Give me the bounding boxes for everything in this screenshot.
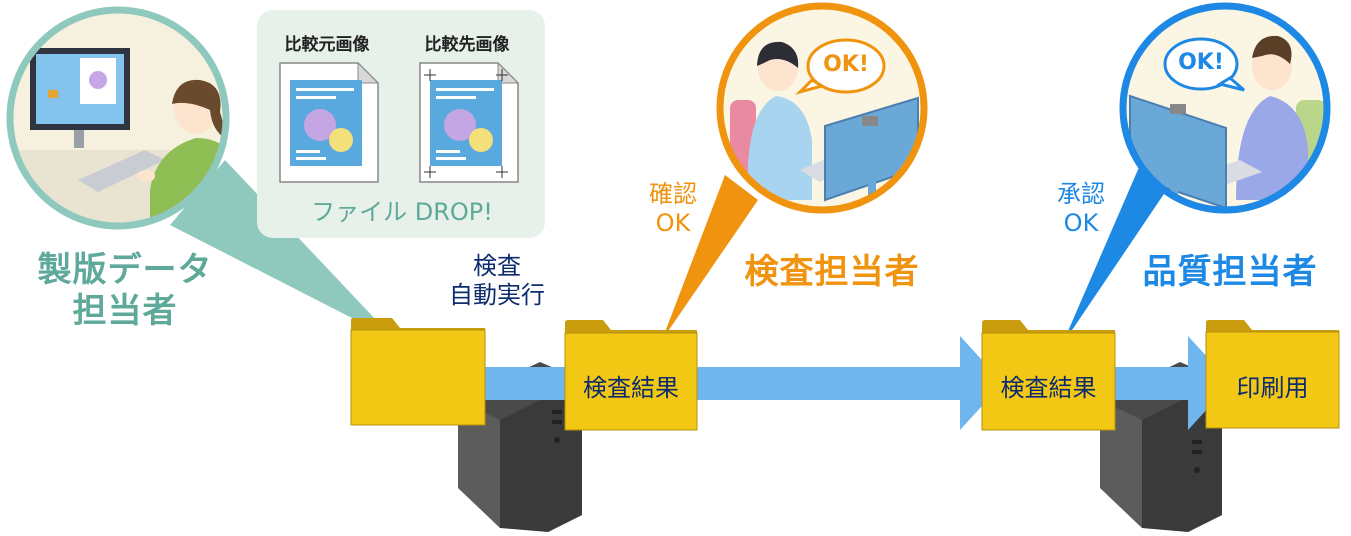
inspector-pointer [662, 175, 758, 340]
result-folder-1-label: 検査結果 [583, 374, 679, 402]
prepress-pointer [170, 160, 395, 340]
result-folder-2-label: 検査結果 [1000, 374, 1097, 402]
source-image-label: 比較元画像 [284, 35, 370, 55]
inspector-role-label: 検査担当者 [744, 252, 920, 292]
result-folder-2-icon [981, 320, 1116, 431]
quality-pointer [1062, 165, 1170, 345]
prepress-operator-illustration [6, 6, 230, 230]
server-1 [458, 362, 582, 532]
approve-ok-label: 承認 OK [1057, 180, 1105, 237]
confirm-ok-label: 確認 OK [649, 180, 697, 237]
result-folder-1-icon [564, 320, 698, 431]
inspector-ok-text: OK! [823, 52, 869, 77]
file-drop-label: ファイル DROP! [311, 198, 493, 226]
target-document-icon [419, 61, 520, 183]
prepress-role-label: 製版データ 担当者 [37, 250, 213, 331]
flow-arrow-main [483, 336, 1003, 430]
quality-speech-bubble [1163, 37, 1239, 91]
input-folder-icon [350, 318, 486, 426]
quality-manager-illustration [1119, 2, 1331, 214]
quality-role-label: 品質担当者 [1142, 252, 1318, 292]
inspector-illustration [716, 2, 928, 214]
print-folder-label: 印刷用 [1236, 374, 1309, 402]
flow-arrow-print [1115, 336, 1231, 430]
print-folder-icon [1205, 320, 1340, 429]
target-image-label: 比較先画像 [424, 35, 510, 55]
inspector-speech-bubble [806, 38, 886, 94]
auto-run-label: 検査 自動実行 [449, 252, 545, 309]
source-document-icon [279, 61, 380, 183]
quality-ok-text: OK! [1178, 50, 1224, 75]
